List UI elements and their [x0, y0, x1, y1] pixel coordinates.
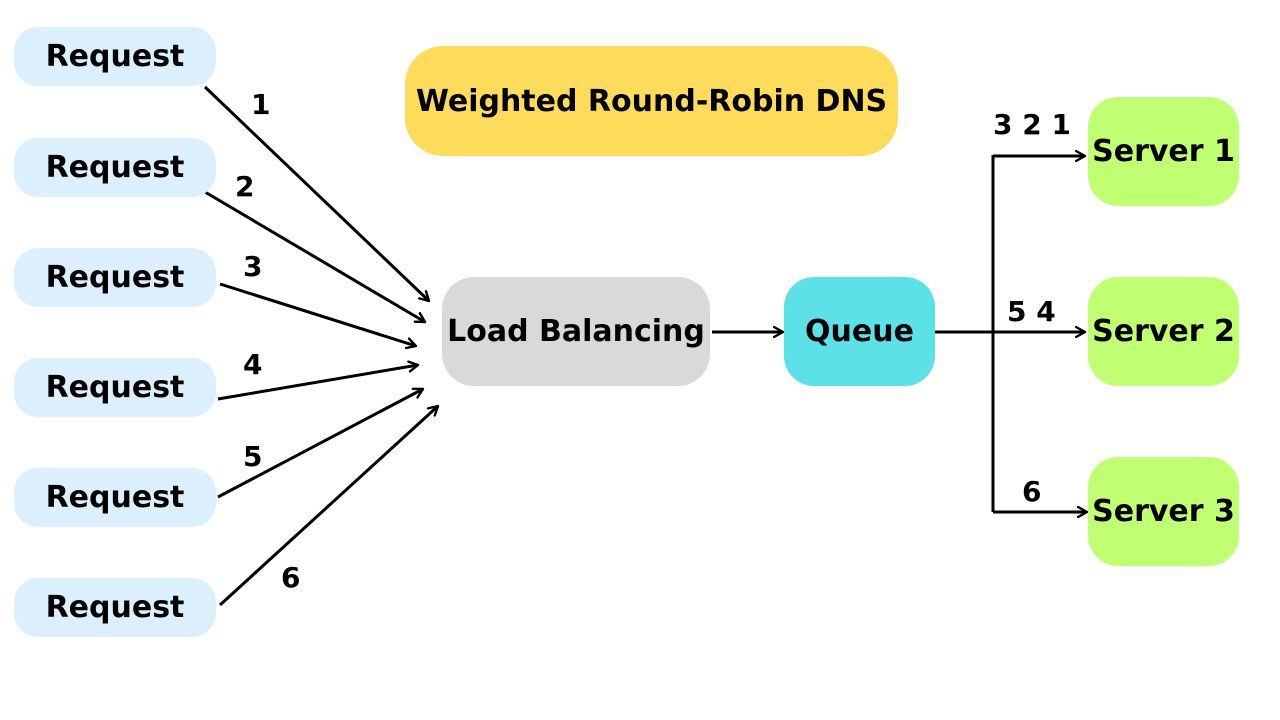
server-3-assigned-label: 6	[1022, 475, 1042, 508]
request-order-label-2: 2	[235, 170, 255, 203]
request-node-2: Request	[14, 138, 216, 197]
edge-request-1-to-load-balancer	[203, 85, 429, 301]
request-order-label-4: 4	[243, 348, 263, 381]
server-1-assigned-label: 3 2 1	[993, 108, 1071, 141]
edge-request-3-to-load-balancer	[219, 282, 416, 346]
edge-request-6-to-load-balancer	[218, 406, 438, 607]
server-node-3: Server 3	[1088, 457, 1239, 566]
server-2-assigned-label: 5 4	[1007, 295, 1056, 328]
diagram-title: Weighted Round-Robin DNS	[405, 46, 898, 156]
edge-request-4-to-load-balancer	[217, 365, 418, 401]
request-node-6: Request	[14, 578, 216, 637]
edge-request-2-to-load-balancer	[204, 190, 425, 324]
queue-node: Queue	[784, 277, 935, 386]
edge-request-5-to-load-balancer	[217, 389, 423, 499]
request-order-label-3: 3	[243, 250, 263, 283]
server-node-2: Server 2	[1088, 277, 1239, 386]
request-order-label-5: 5	[243, 440, 263, 473]
request-node-4: Request	[14, 358, 216, 417]
request-node-1: Request	[14, 27, 216, 86]
request-node-3: Request	[14, 248, 216, 307]
request-order-label-6: 6	[281, 561, 301, 594]
server-node-1: Server 1	[1088, 97, 1239, 206]
request-node-5: Request	[14, 468, 216, 527]
request-order-label-1: 1	[251, 88, 271, 121]
load-balancing-node: Load Balancing	[442, 277, 710, 386]
